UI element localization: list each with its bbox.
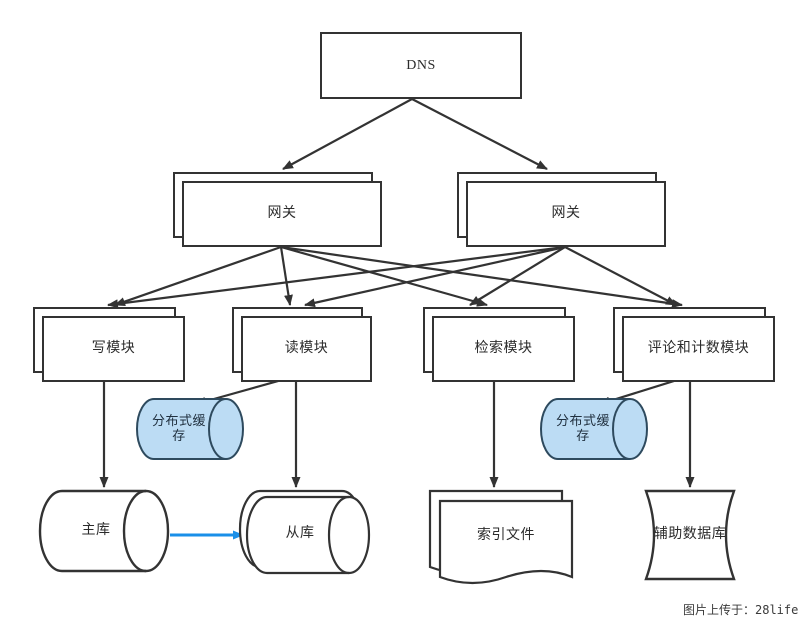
slave-db-stacked-cylinder (238, 489, 371, 575)
read-module-front-plate (241, 316, 372, 382)
node-master-db[interactable]: 主库 (38, 489, 170, 573)
watermark-text: 图片上传于：28life.com (683, 603, 800, 617)
edges-gateway-right-to-modules (107, 245, 677, 309)
gateway-right-front-plate (466, 181, 666, 247)
node-aux-db[interactable]: 辅助数据库 (622, 489, 758, 581)
node-slave-db[interactable]: 从库 (238, 489, 371, 575)
dns-box (320, 32, 522, 99)
node-cache-right[interactable]: 分布式缓 存 (540, 398, 648, 460)
write-module-front-plate (42, 316, 185, 382)
node-comment-count-module[interactable]: 评论和计数模块 (613, 307, 775, 382)
node-index-file[interactable]: 索引文件 (428, 489, 578, 585)
gateway-left-front-plate (182, 181, 382, 247)
node-dns[interactable]: DNS (320, 32, 522, 99)
node-write-module[interactable]: 写模块 (33, 307, 185, 382)
search-module-front-plate (432, 316, 575, 382)
node-read-module[interactable]: 读模块 (232, 307, 372, 382)
cache-left-cylinder (136, 398, 244, 460)
index-file-stacked-document (428, 489, 574, 585)
master-db-cylinder (38, 489, 170, 573)
node-gateway-right[interactable]: 网关 (457, 172, 667, 247)
node-search-module[interactable]: 检索模块 (423, 307, 575, 382)
edges-dns-to-gateways (282, 98, 548, 170)
aux-db-horizontal-cylinder (644, 489, 736, 581)
node-gateway-left[interactable]: 网关 (173, 172, 383, 247)
comment-count-module-front-plate (622, 316, 775, 382)
node-cache-left[interactable]: 分布式缓 存 (136, 398, 244, 460)
cache-right-cylinder (540, 398, 648, 460)
edges-gateway-left-to-modules (114, 245, 683, 309)
